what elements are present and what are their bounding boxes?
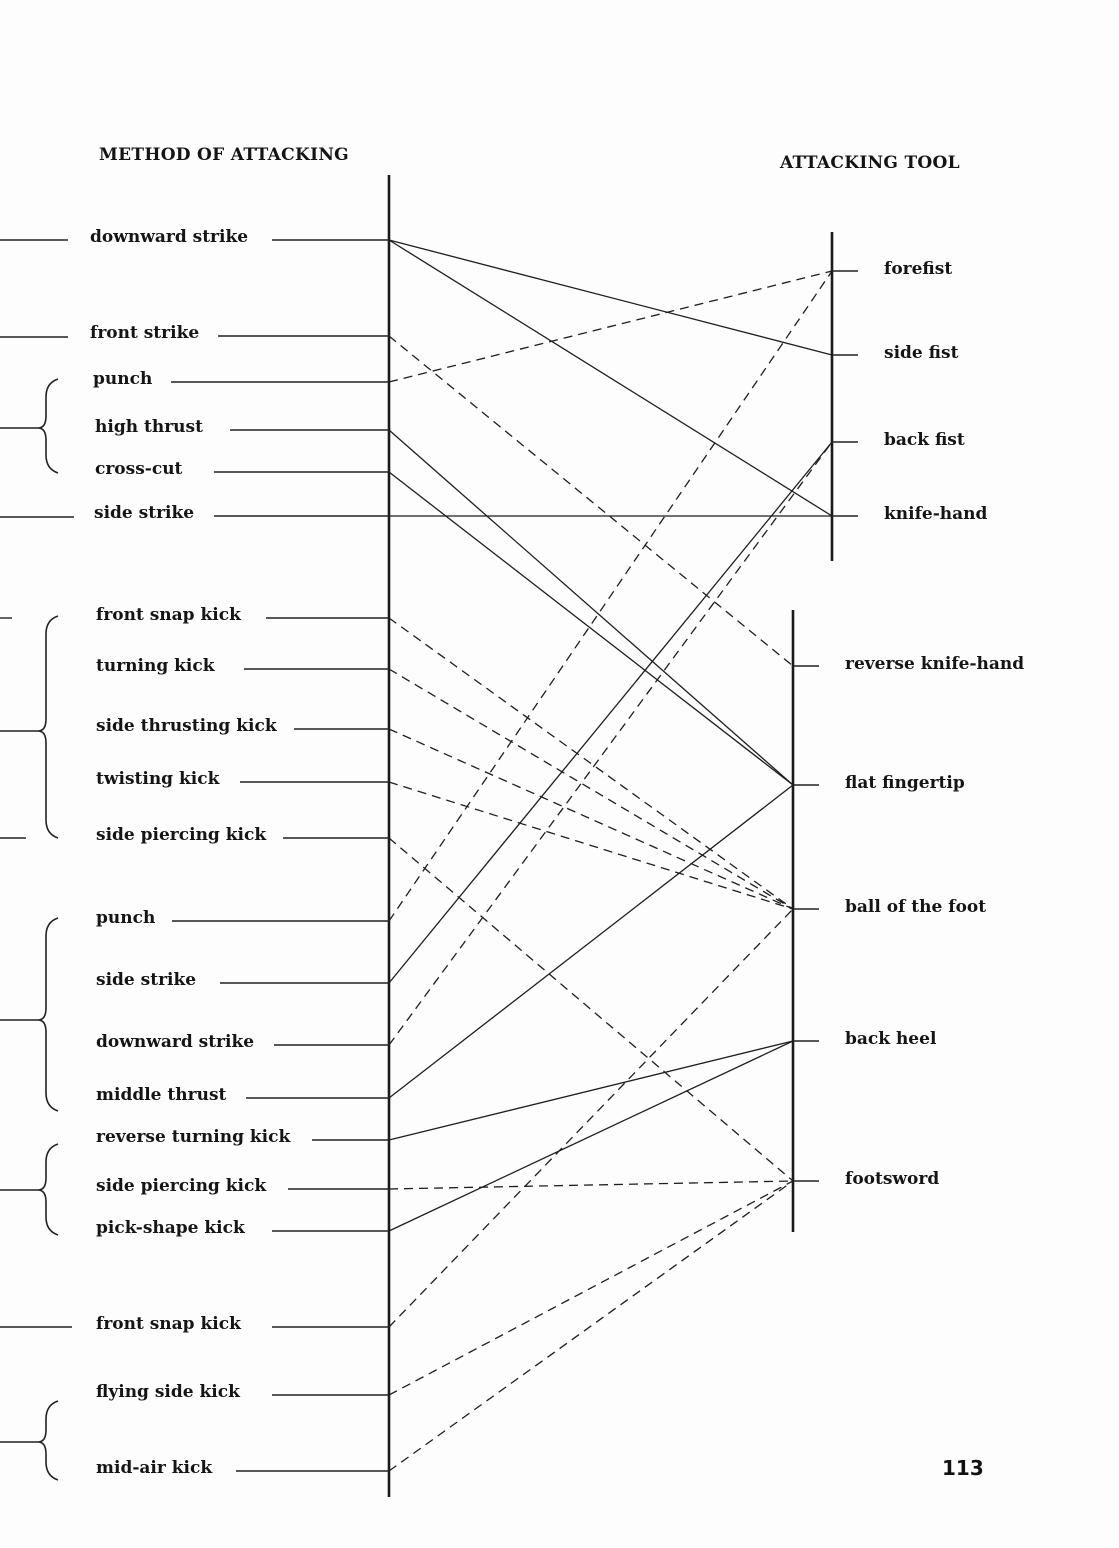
method-label-19: flying side kick xyxy=(96,1382,240,1402)
connection-line-9 xyxy=(388,728,794,910)
connection-line-5 xyxy=(388,471,794,786)
page-number: 113 xyxy=(942,1456,984,1480)
method-label-16: side piercing kick xyxy=(96,1176,267,1196)
connection-line-18 xyxy=(388,1040,794,1232)
margin-brace-2 xyxy=(37,917,59,1112)
connection-line-20 xyxy=(388,1180,794,1396)
tool-label-0: forefist xyxy=(884,259,953,279)
method-label-17: pick-shape kick xyxy=(96,1218,245,1238)
method-label-0: downward strike xyxy=(90,227,249,247)
method-label-6: front snap kick xyxy=(96,605,241,625)
method-label-10: side piercing kick xyxy=(96,825,267,845)
connection-line-7 xyxy=(388,617,794,910)
connection-line-10 xyxy=(388,781,794,910)
method-label-15: reverse turning kick xyxy=(96,1127,291,1147)
connection-line-14 xyxy=(388,441,833,1046)
tool-label-4: reverse knife-hand xyxy=(845,654,1025,674)
method-label-3: high thrust xyxy=(95,417,203,437)
connection-line-12 xyxy=(388,270,833,922)
method-label-9: twisting kick xyxy=(96,769,220,789)
connection-line-8 xyxy=(388,668,794,910)
tool-label-5: flat fingertip xyxy=(845,773,965,793)
tool-label-6: ball of the foot xyxy=(845,897,987,917)
connection-line-13 xyxy=(388,441,833,984)
connection-line-17 xyxy=(388,1180,794,1190)
method-label-12: side strike xyxy=(96,970,197,990)
method-label-18: front snap kick xyxy=(96,1314,241,1334)
method-label-5: side strike xyxy=(94,503,195,523)
heading-attacking-tool: ATTACKING TOOL xyxy=(780,153,960,173)
tool-label-1: side fist xyxy=(884,343,959,363)
connection-line-1 xyxy=(388,239,833,517)
connection-line-16 xyxy=(388,1040,794,1141)
method-label-14: middle thrust xyxy=(96,1085,227,1105)
margin-brace-1 xyxy=(37,615,59,839)
margin-brace-3 xyxy=(37,1143,59,1236)
method-label-8: side thrusting kick xyxy=(96,716,277,736)
connection-line-3 xyxy=(388,270,833,383)
connection-line-4 xyxy=(388,429,794,786)
tool-label-7: back heel xyxy=(845,1029,937,1049)
method-label-2: punch xyxy=(93,369,153,389)
method-label-4: cross-cut xyxy=(95,459,183,479)
connection-line-11 xyxy=(388,837,794,1182)
margin-brace-4 xyxy=(37,1400,59,1481)
connection-line-15 xyxy=(388,784,794,1099)
tool-label-8: footsword xyxy=(845,1169,940,1189)
method-label-1: front strike xyxy=(90,323,200,343)
connection-line-19 xyxy=(388,908,794,1328)
connection-line-2 xyxy=(388,335,794,667)
tool-label-2: back fist xyxy=(884,430,965,450)
tool-label-3: knife-hand xyxy=(884,504,988,524)
method-label-20: mid-air kick xyxy=(96,1458,213,1478)
method-label-11: punch xyxy=(96,908,156,928)
method-label-7: turning kick xyxy=(96,656,215,676)
margin-brace-0 xyxy=(37,378,59,474)
heading-method-of-attacking: METHOD OF ATTACKING xyxy=(99,145,349,165)
method-label-13: downward strike xyxy=(96,1032,255,1052)
connection-line-0 xyxy=(388,239,833,356)
connection-line-21 xyxy=(388,1180,794,1472)
